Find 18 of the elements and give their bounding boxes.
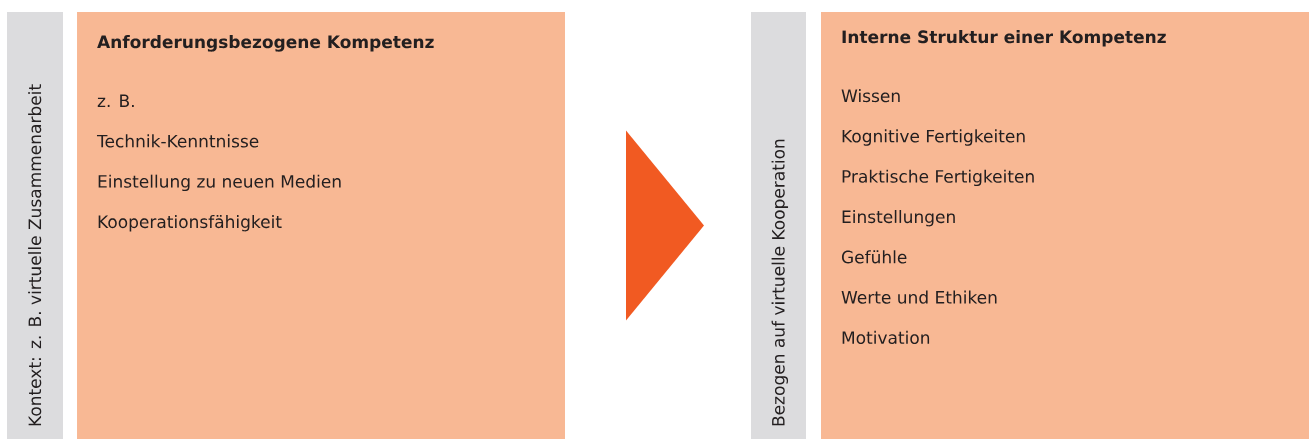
side-band: Bezogen auf virtuelle Kooperation bbox=[751, 12, 806, 439]
list-item: Einstellungen bbox=[842, 209, 955, 227]
list-item: Praktische Fertigkeiten bbox=[842, 169, 1034, 187]
content-panel bbox=[821, 12, 1309, 439]
list-item: Einstellung zu neuen Medien bbox=[98, 174, 341, 192]
list-item: Motivation bbox=[842, 330, 930, 345]
list-item: z. B. bbox=[97, 94, 134, 107]
list-item: Kooperationsfähigkeit bbox=[98, 214, 282, 232]
heading: Interne Struktur einer Kompetenz bbox=[842, 30, 1166, 47]
arrow bbox=[626, 130, 704, 321]
list-item: Wissen bbox=[841, 89, 900, 103]
side-band: Kontext: z. B. virtuelle Zusammenarbeit bbox=[7, 12, 63, 439]
list-item: Werte und Ethiken bbox=[841, 290, 997, 304]
heading: Anforderungsbezogene Kompetenz bbox=[97, 35, 434, 52]
list-item: Technik-Kenntnisse bbox=[96, 134, 259, 148]
list-item: Gefühle bbox=[841, 250, 907, 264]
content-panel bbox=[77, 12, 565, 439]
list-item: Kognitive Fertigkeiten bbox=[842, 129, 1025, 146]
